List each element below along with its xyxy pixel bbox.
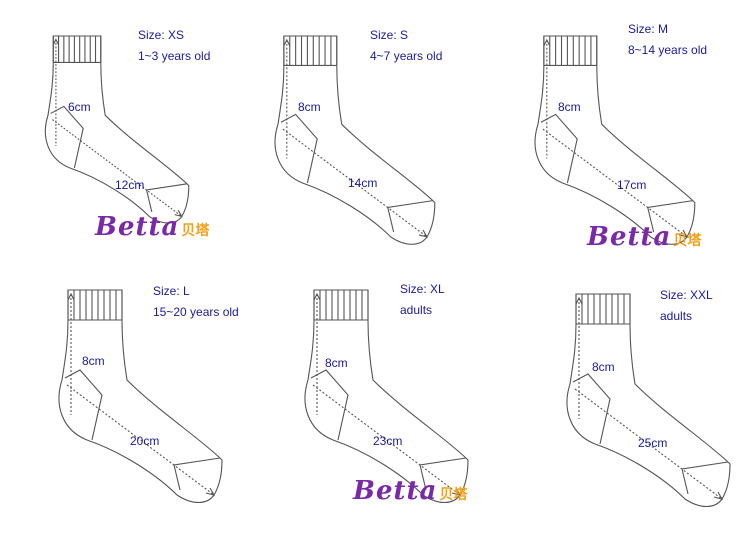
foot-length-label: 25cm <box>638 436 668 450</box>
heel-patch <box>572 373 611 445</box>
foot-length-label: 14cm <box>348 176 378 190</box>
heel-patch <box>310 369 349 441</box>
sock-diagram <box>304 289 469 504</box>
foot-length-label: 12cm <box>115 178 145 192</box>
sock-outline <box>534 35 696 245</box>
toe-patch <box>145 183 188 213</box>
foot-length-label: 23cm <box>373 434 403 448</box>
sock-body <box>566 293 731 508</box>
foot-length-label: 20cm <box>130 434 160 448</box>
sock-body <box>58 289 223 504</box>
sock-diagram <box>534 35 696 245</box>
sock-body <box>534 35 696 245</box>
size-label: Size: XL <box>400 282 445 296</box>
logo-text: Betta <box>587 222 672 252</box>
age-label: 8~14 years old <box>628 43 708 57</box>
sock-body <box>304 289 469 504</box>
heel-patch <box>540 113 578 184</box>
size-label: Size: XS <box>138 28 185 42</box>
toe-patch <box>681 461 729 495</box>
age-label: adults <box>660 309 693 323</box>
age-label: adults <box>400 303 433 317</box>
size-panel: Size: S 4~7 years old 8cm 14cm <box>250 0 500 272</box>
size-panel: Size: XXL adults 8cm 25cm <box>500 272 750 544</box>
sock-outline <box>566 293 731 508</box>
leg-length-label: 8cm <box>592 360 615 374</box>
size-label: Size: S <box>370 28 409 42</box>
age-label: 1~3 years old <box>138 49 211 63</box>
sock-diagram <box>58 289 223 504</box>
foot-length-arrow <box>574 388 723 500</box>
leg-length-label: 8cm <box>325 356 348 370</box>
heel-patch <box>64 369 103 441</box>
sock-body <box>274 35 436 245</box>
sock-diagram <box>566 293 731 508</box>
size-label: Size: M <box>628 22 669 36</box>
foot-length-arrow <box>312 384 461 496</box>
age-label: 4~7 years old <box>370 49 443 63</box>
age-label: 15~20 years old <box>153 305 239 319</box>
sock-outline <box>44 35 190 224</box>
foot-length-arrow <box>66 384 215 496</box>
leg-length-label: 6cm <box>68 100 91 114</box>
leg-length-label: 8cm <box>298 100 321 114</box>
logo-text: Betta <box>95 212 180 242</box>
logo-chinese-text: 贝塔 <box>181 223 210 239</box>
leg-length-label: 8cm <box>82 354 105 368</box>
sock-outline <box>274 35 436 245</box>
sock-diagram <box>44 35 190 224</box>
sock-outline <box>304 289 469 504</box>
foot-length-arrow <box>542 128 688 238</box>
size-label: Size: XXL <box>660 288 713 302</box>
logo-chinese-text: 贝塔 <box>673 233 702 249</box>
sock-diagram <box>274 35 436 245</box>
sock-body <box>44 35 190 224</box>
heel-patch <box>50 105 84 169</box>
toe-patch <box>387 200 433 233</box>
sock-outline <box>58 289 223 504</box>
toe-patch <box>173 457 221 491</box>
heel-patch <box>280 113 318 184</box>
foot-length-arrow <box>52 119 183 217</box>
size-label: Size: L <box>153 284 190 298</box>
logo-chinese-text: 贝塔 <box>439 487 468 503</box>
foot-length-label: 17cm <box>617 178 647 192</box>
logo-text: Betta <box>353 476 438 506</box>
size-panel: Size: L 15~20 years old 8cm 20cm <box>0 272 250 544</box>
foot-length-arrow <box>282 128 428 238</box>
leg-length-label: 8cm <box>558 100 581 114</box>
